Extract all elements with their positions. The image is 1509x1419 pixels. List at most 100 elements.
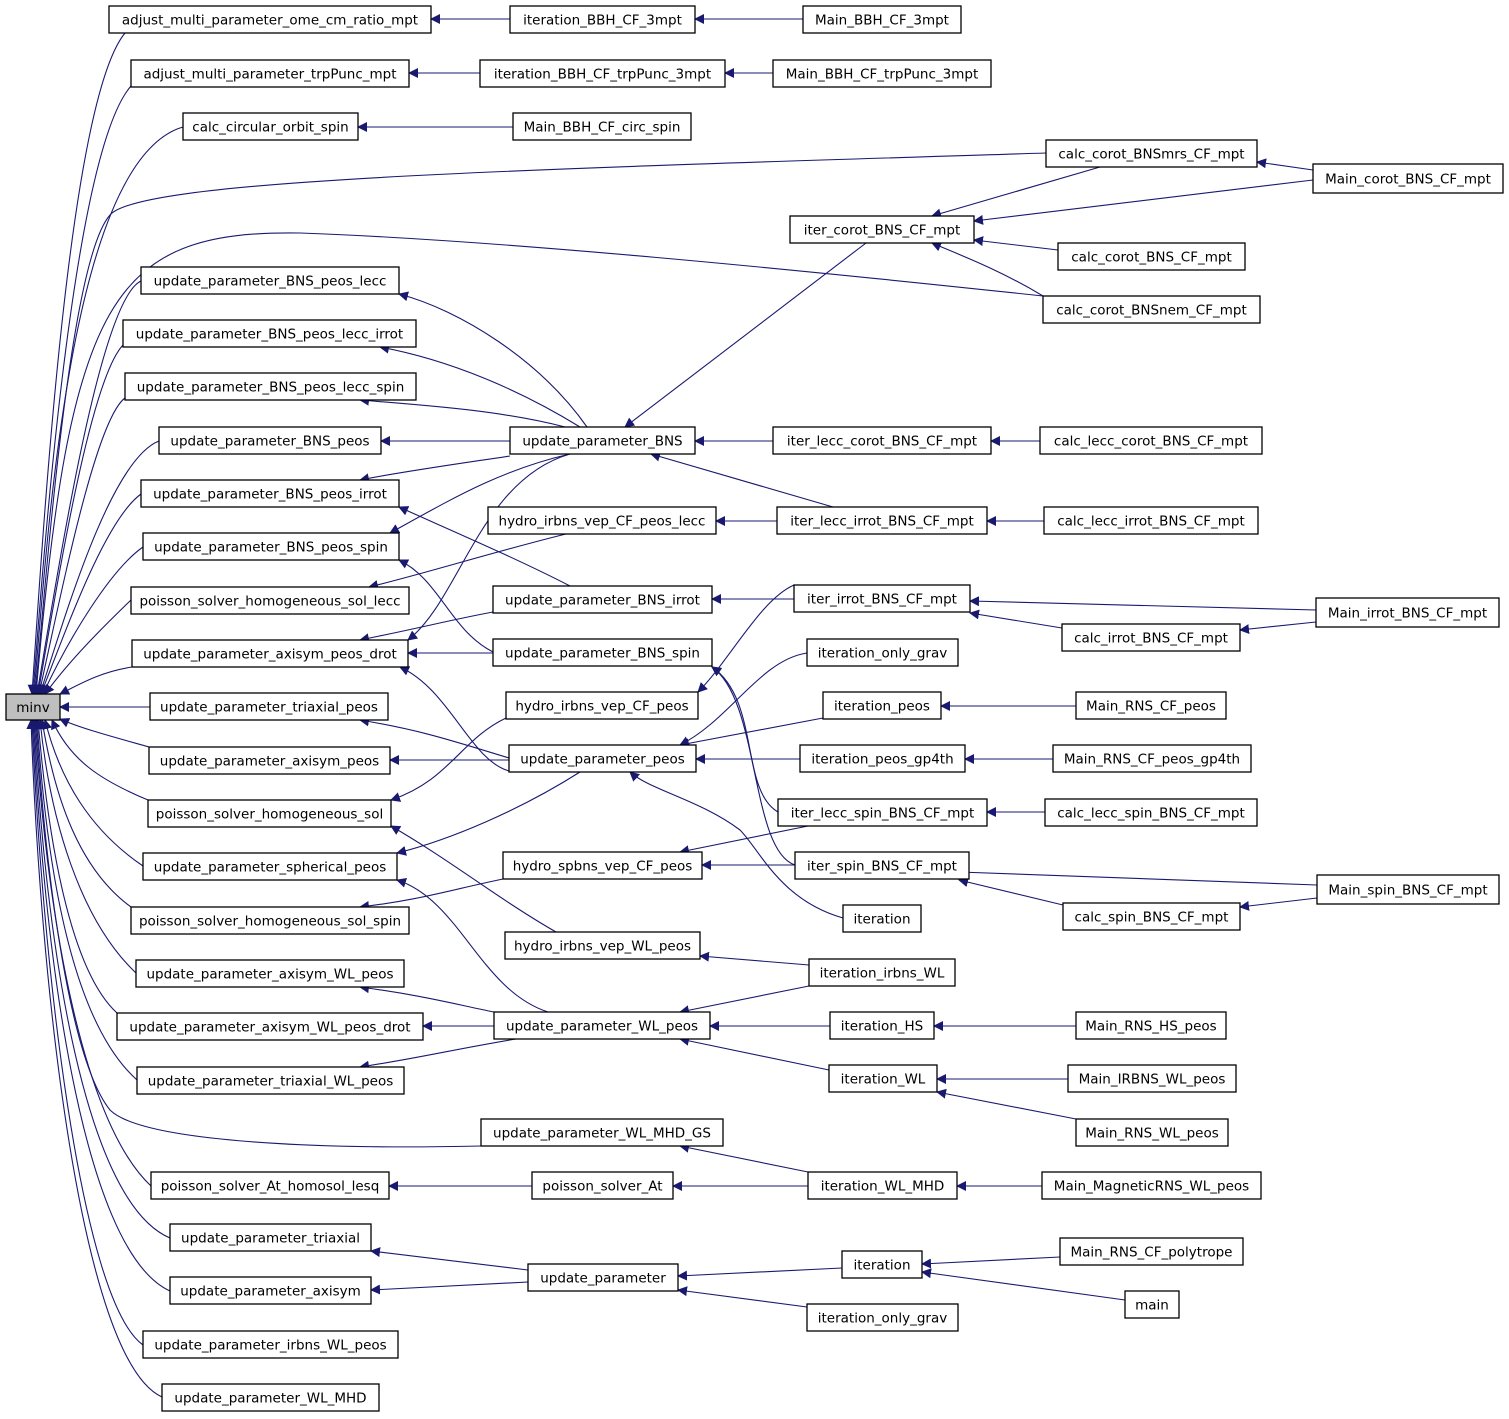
- node-up-bns-peos[interactable]: update_parameter_BNS_peos: [158, 426, 382, 455]
- node-iter-irrot[interactable]: iter_irrot_BNS_CF_mpt: [793, 584, 971, 613]
- node-iter-corot[interactable]: iter_corot_BNS_CF_mpt: [789, 215, 975, 244]
- node-label: iteration: [853, 1258, 910, 1274]
- node-box: [150, 1171, 390, 1200]
- node-it-wl-mhd[interactable]: iteration_WL_MHD: [807, 1171, 958, 1200]
- node-up-sph[interactable]: update_parameter_spherical_peos: [142, 852, 398, 881]
- node-main-gp4[interactable]: Main_RNS_CF_peos_gp4th: [1052, 744, 1252, 773]
- node-label: iteration_BBH_CF_trpPunc_3mpt: [494, 67, 711, 83]
- node-box: [1075, 1011, 1227, 1040]
- node-it-gp4[interactable]: iteration_peos_gp4th: [799, 744, 966, 773]
- node-up-axi[interactable]: update_parameter_axisym: [169, 1276, 372, 1305]
- node-up-tri-wl[interactable]: update_parameter_triaxial_WL_peos: [136, 1066, 405, 1095]
- node-main-poly[interactable]: Main_RNS_CF_polytrope: [1059, 1237, 1244, 1266]
- node-up-tri[interactable]: update_parameter_triaxial: [169, 1223, 372, 1252]
- node-main-bbhcirc[interactable]: Main_BBH_CF_circ_spin: [512, 112, 692, 141]
- node-up-wl-mhd[interactable]: update_parameter_WL_MHD: [161, 1383, 380, 1412]
- node-up-tri-peos[interactable]: update_parameter_triaxial_peos: [149, 692, 389, 721]
- node-up-peos[interactable]: update_parameter_peos: [508, 744, 697, 773]
- node-main-hs[interactable]: Main_RNS_HS_peos: [1075, 1011, 1227, 1040]
- node-up-wl-peos[interactable]: update_parameter_WL_peos: [493, 1011, 711, 1040]
- node-main-spin[interactable]: Main_spin_BNS_CF_mpt: [1316, 874, 1500, 905]
- node-iter-lecc-spin[interactable]: iter_lecc_spin_BNS_CF_mpt: [777, 798, 988, 827]
- node-pois-lecc[interactable]: poisson_solver_homogeneous_sol_lecc: [130, 586, 410, 615]
- node-it-hs[interactable]: iteration_HS: [829, 1011, 935, 1040]
- node-main-bbhtrp[interactable]: Main_BBH_CF_trpPunc_3mpt: [772, 59, 992, 88]
- node-box: [492, 585, 713, 614]
- node-calc-lecc-spin[interactable]: calc_lecc_spin_BNS_CF_mpt: [1044, 798, 1258, 827]
- node-box: [822, 691, 942, 720]
- node-calc-spin[interactable]: calc_spin_BNS_CF_mpt: [1062, 902, 1241, 931]
- node-box: [169, 1276, 372, 1305]
- node-it-irbns-wl[interactable]: iteration_irbns_WL: [808, 958, 956, 987]
- node-up-axi-wl-drot[interactable]: update_parameter_axisym_WL_peos_drot: [116, 1012, 424, 1041]
- node-it-bbh3[interactable]: iteration_BBH_CF_3mpt: [509, 5, 696, 34]
- node-up-lecc-irrot[interactable]: update_parameter_BNS_peos_lecc_irrot: [122, 319, 417, 348]
- node-box: [841, 1250, 923, 1279]
- node-calc-corot[interactable]: calc_corot_BNS_CF_mpt: [1057, 242, 1246, 271]
- node-up-bns[interactable]: update_parameter_BNS: [509, 426, 696, 455]
- node-up-bns-peos-irrot[interactable]: update_parameter_BNS_peos_irrot: [140, 479, 400, 508]
- node-main-rns-peos[interactable]: Main_RNS_CF_peos: [1075, 691, 1227, 720]
- node-up-lecc[interactable]: update_parameter_BNS_peos_lecc: [140, 266, 400, 295]
- node-box: [794, 851, 970, 880]
- node-up-lecc-spin[interactable]: update_parameter_BNS_peos_lecc_spin: [124, 372, 417, 401]
- node-adj-ome[interactable]: adjust_multi_parameter_ome_cm_ratio_mpt: [108, 5, 432, 34]
- node-calc-lecc-irrot[interactable]: calc_lecc_irrot_BNS_CF_mpt: [1043, 506, 1259, 535]
- node-hydro-spbns[interactable]: hydro_spbns_vep_CF_peos: [502, 851, 703, 880]
- node-it-peos[interactable]: iteration_peos: [822, 691, 942, 720]
- node-iter-lecc-corot[interactable]: iter_lecc_corot_BNS_CF_mpt: [772, 426, 992, 455]
- node-adj-trp[interactable]: adjust_multi_parameter_trpPunc_mpt: [130, 59, 410, 88]
- node-pois-at-homo[interactable]: poisson_solver_At_homosol_lesq: [150, 1171, 390, 1200]
- node-main-main[interactable]: main: [1124, 1290, 1180, 1319]
- node-label: Main_RNS_HS_peos: [1085, 1019, 1216, 1035]
- node-main-mag[interactable]: Main_MagneticRNS_WL_peos: [1041, 1171, 1262, 1200]
- node-hydro-wl[interactable]: hydro_irbns_vep_WL_peos: [504, 931, 701, 960]
- node-iter-spin[interactable]: iter_spin_BNS_CF_mpt: [794, 851, 970, 880]
- node-it-bbhtrp[interactable]: iteration_BBH_CF_trpPunc_3mpt: [479, 59, 726, 88]
- node-up-axi-drot[interactable]: update_parameter_axisym_peos_drot: [131, 639, 409, 668]
- node-box: [1039, 426, 1263, 455]
- node-up-axi-wl[interactable]: update_parameter_axisym_WL_peos: [135, 959, 405, 988]
- node-calc-lecc-corot[interactable]: calc_lecc_corot_BNS_CF_mpt: [1039, 426, 1263, 455]
- call-edge-to-minv: [36, 397, 126, 695]
- node-main-corot[interactable]: Main_corot_BNS_CF_mpt: [1312, 163, 1504, 194]
- node-iter-lecc-irrot[interactable]: iter_lecc_irrot_BNS_CF_mpt: [776, 506, 988, 535]
- node-calc-corot-mrs[interactable]: calc_corot_BNSmrs_CF_mpt: [1045, 139, 1258, 168]
- node-pois-sol[interactable]: poisson_solver_homogeneous_sol: [147, 799, 392, 828]
- call-edge-to-up_sph: [396, 877, 549, 1013]
- call-edge-to-iter_corot: [931, 241, 1044, 297]
- node-hydro-lecc[interactable]: hydro_irbns_vep_CF_peos_lecc: [487, 506, 717, 535]
- node-box: [807, 1171, 958, 1200]
- node-up-bns-irrot[interactable]: update_parameter_BNS_irrot: [492, 585, 713, 614]
- node-pois-at[interactable]: poisson_solver_At: [531, 1171, 674, 1200]
- node-minv[interactable]: minv: [5, 693, 61, 721]
- call-edge-to-iter_corot: [973, 179, 1314, 225]
- node-label: Main_RNS_CF_peos_gp4th: [1064, 752, 1240, 768]
- node-up-irbns-wl[interactable]: update_parameter_irbns_WL_peos: [142, 1330, 399, 1359]
- node-up-axi-peos[interactable]: update_parameter_axisym_peos: [148, 746, 391, 775]
- node-it-only-grav1[interactable]: iteration_only_grav: [806, 638, 959, 667]
- node-it-only-grav2[interactable]: iteration_only_grav: [806, 1303, 959, 1332]
- node-main-rns-wl[interactable]: Main_RNS_WL_peos: [1075, 1118, 1229, 1147]
- node-main-irbns-wl[interactable]: Main_IRBNS_WL_peos: [1067, 1064, 1237, 1093]
- call-edge-to-up_axi: [370, 1281, 529, 1295]
- call-edge-to-minv: [33, 719, 118, 1014]
- node-box: [1061, 623, 1241, 652]
- node-calc-corot-nem[interactable]: calc_corot_BNSnem_CF_mpt: [1042, 295, 1261, 324]
- node-label: calc_lecc_spin_BNS_CF_mpt: [1057, 806, 1245, 822]
- call-edge-to-minv: [38, 440, 160, 695]
- node-calc-circ[interactable]: calc_circular_orbit_spin: [182, 112, 359, 141]
- node-box: [806, 638, 959, 667]
- node-iteration-a[interactable]: iteration: [842, 904, 922, 933]
- node-calc-irrot[interactable]: calc_irrot_BNS_CF_mpt: [1061, 623, 1241, 652]
- node-iteration-b[interactable]: iteration: [841, 1250, 923, 1279]
- node-it-wl[interactable]: iteration_WL: [828, 1064, 938, 1093]
- node-main-bbh3[interactable]: Main_BBH_CF_3mpt: [802, 5, 962, 34]
- node-main-irrot[interactable]: Main_irrot_BNS_CF_mpt: [1315, 597, 1500, 628]
- node-up-param[interactable]: update_parameter: [527, 1263, 679, 1292]
- node-hydro-vep[interactable]: hydro_irbns_vep_CF_peos: [505, 691, 699, 720]
- node-up-bns-spin[interactable]: update_parameter_BNS_spin: [492, 638, 713, 667]
- node-up-bns-peos-spin[interactable]: update_parameter_BNS_peos_spin: [142, 532, 400, 561]
- node-pois-spin[interactable]: poisson_solver_homogeneous_sol_spin: [130, 906, 410, 935]
- node-up-wl-mhd-gs[interactable]: update_parameter_WL_MHD_GS: [480, 1118, 724, 1147]
